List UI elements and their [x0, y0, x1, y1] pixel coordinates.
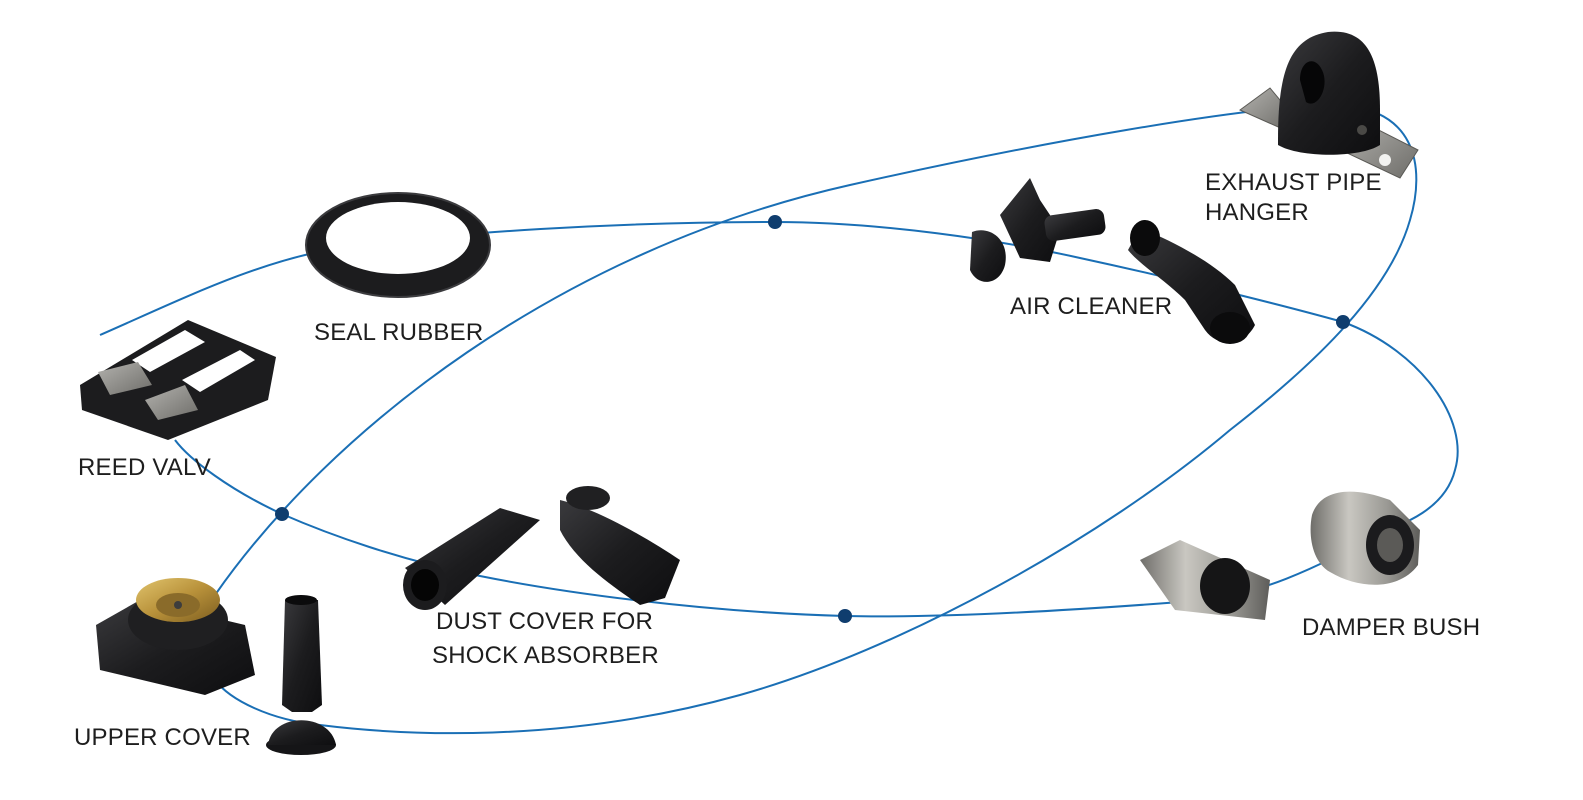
seal-ring-icon [305, 192, 491, 298]
label-line: DAMPER BUSH [1302, 614, 1481, 641]
label-line: AIR CLEANER [1010, 293, 1173, 320]
label-line: SHOCK ABSORBER [432, 642, 659, 669]
bellows-icon [266, 595, 336, 755]
label-exhaust-pipe-hanger: EXHAUST PIPE HANGER [1205, 168, 1382, 228]
reed-valve-icon [80, 320, 276, 440]
label-upper-cover: UPPER COVER [74, 723, 251, 753]
dust-cover-icon [403, 486, 680, 610]
upper-cover-icon [96, 578, 255, 695]
orbit-nodes [275, 215, 1350, 623]
label-line: EXHAUST PIPE [1205, 169, 1382, 196]
orbit-lines [99, 103, 1459, 735]
label-line: UPPER COVER [74, 724, 251, 751]
node-dot [275, 507, 289, 521]
label-dust-cover: DUST COVER FOR [436, 607, 653, 637]
node-dot [768, 215, 782, 229]
label-line: SEAL RUBBER [314, 319, 484, 346]
node-dot [1336, 315, 1350, 329]
label-air-cleaner: AIR CLEANER [1010, 292, 1172, 322]
label-damper-bush: DAMPER BUSH [1302, 613, 1480, 643]
orbit-line-tilted [99, 220, 1459, 618]
label-line: DUST COVER FOR [436, 608, 654, 635]
exhaust-hanger-icon [1239, 31, 1419, 179]
damper-bush-icon [1140, 491, 1420, 620]
label-line: REED VALV [78, 454, 211, 481]
node-dot [838, 609, 852, 623]
label-dust-cover-line-2: SHOCK ABSORBER [432, 641, 659, 671]
air-cleaner-icon [970, 178, 1255, 344]
label-reed-valv: REED VALV [78, 453, 211, 483]
label-seal-rubber: SEAL RUBBER [314, 318, 483, 348]
label-line: HANGER [1205, 199, 1309, 226]
